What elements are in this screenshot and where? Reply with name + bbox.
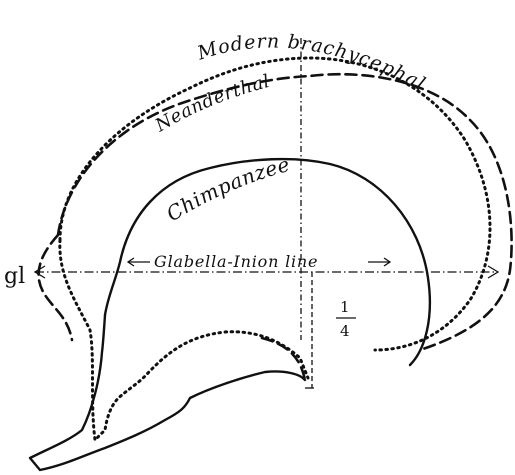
modern-brachycephal-outline: [60, 58, 490, 350]
baseline-label-group: Glabella-Inion line: [128, 252, 390, 271]
glabella-label: gl: [4, 264, 25, 289]
scale-denominator: 4: [340, 322, 350, 340]
scale-fraction: 1 4: [336, 298, 356, 340]
neanderthal-face-outline: [39, 235, 72, 340]
neanderthal-label: Neanderthal: [151, 71, 272, 137]
neanderthal-outline: [58, 74, 512, 350]
scale-numerator: 1: [340, 298, 350, 316]
glabella-inion-label: Glabella-Inion line: [154, 252, 318, 271]
